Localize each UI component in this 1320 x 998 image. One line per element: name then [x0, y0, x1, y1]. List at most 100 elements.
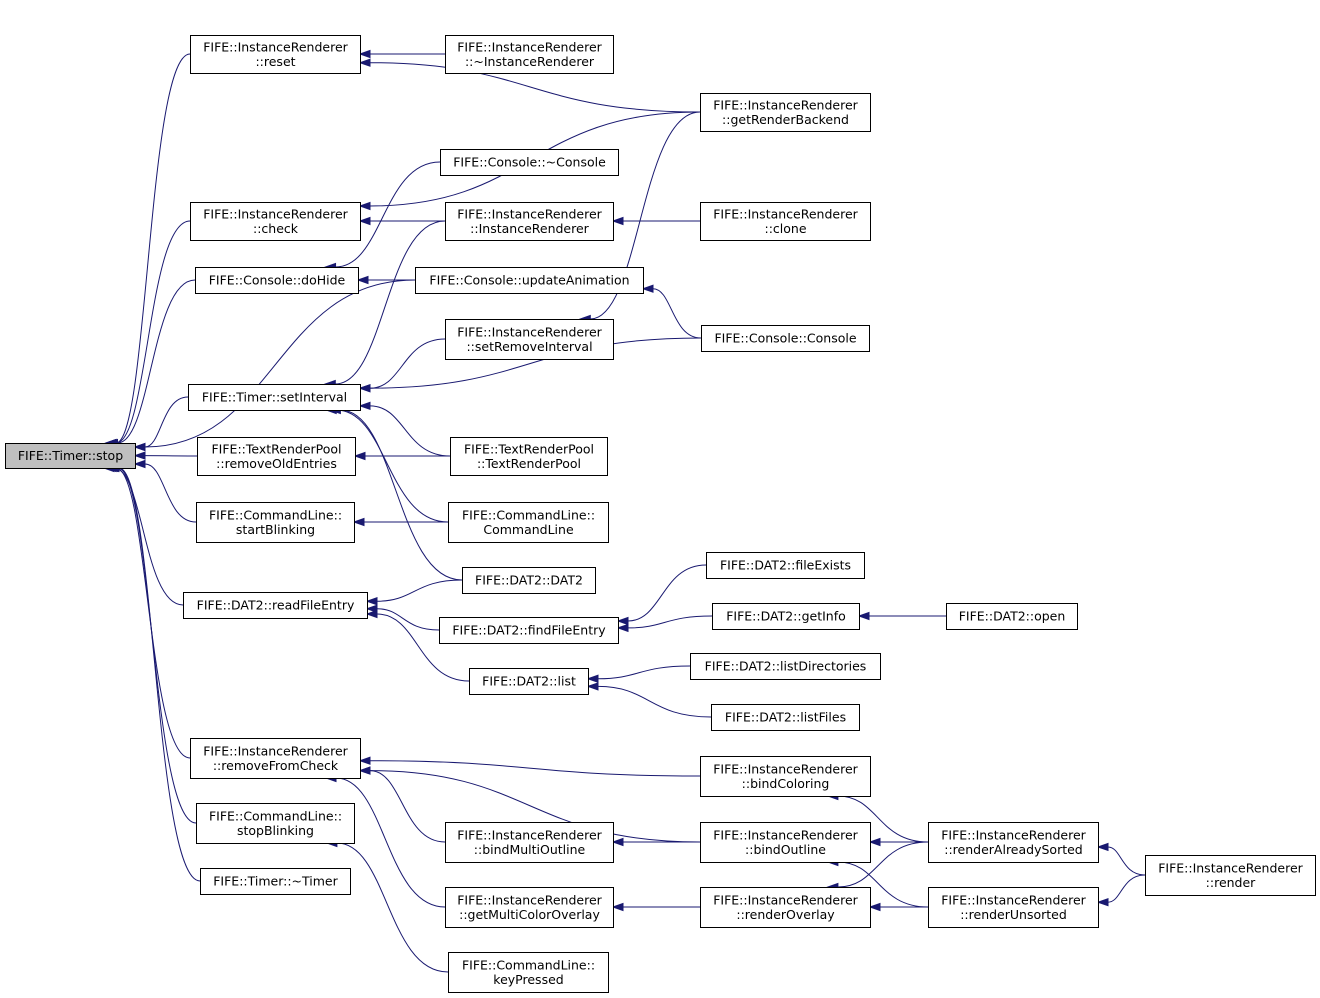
node-timer-setInt[interactable]: FIFE::Timer::setInterval	[188, 384, 361, 411]
node-dat2-listFiles[interactable]: FIFE::DAT2::listFiles	[711, 704, 860, 731]
edge-arrowhead	[641, 284, 654, 293]
node-box[interactable]	[706, 552, 865, 579]
node-box[interactable]	[928, 822, 1099, 863]
node-timer-dtor[interactable]: FIFE::Timer::~Timer	[200, 868, 351, 895]
node-box[interactable]	[200, 868, 351, 895]
edge-con-doHide-to-stop	[117, 279, 196, 444]
node-box[interactable]	[190, 202, 361, 241]
node-dat2-open[interactable]: FIFE::DAT2::open	[946, 603, 1078, 630]
edge-dat2-listFiles-to-dat2-list	[597, 685, 712, 718]
edge-arrowhead	[611, 837, 624, 847]
node-ir-reset[interactable]: FIFE::InstanceRenderer::reset	[190, 35, 361, 74]
node-trp-ctor[interactable]: FIFE::TextRenderPool::TextRenderPool	[450, 437, 608, 476]
node-box[interactable]	[415, 267, 644, 294]
node-ir-renderUnsorted[interactable]: FIFE::InstanceRenderer::renderUnsorted	[928, 887, 1099, 928]
node-ir-dtor[interactable]: FIFE::InstanceRenderer::~InstanceRendere…	[445, 35, 614, 74]
node-ir-setRI[interactable]: FIFE::InstanceRenderer::setRemoveInterva…	[445, 319, 614, 360]
node-box[interactable]	[445, 35, 614, 74]
edge-arrowhead	[133, 442, 146, 452]
node-box[interactable]	[196, 502, 355, 543]
node-box[interactable]	[195, 267, 359, 294]
node-box[interactable]	[196, 803, 355, 844]
edge-ir-render-to-ir-renderUnsorted	[1107, 874, 1146, 903]
node-box[interactable]	[445, 319, 614, 360]
edge-dat2-fileExists-to-dat2-findFE	[627, 564, 707, 622]
node-box[interactable]	[183, 592, 368, 619]
edge-arrowhead	[616, 616, 629, 626]
node-label-line: FIFE::CommandLine::	[462, 507, 595, 522]
node-box[interactable]	[448, 952, 609, 993]
node-box[interactable]	[190, 35, 361, 74]
nodes-layer: FIFE::Timer::stopFIFE::InstanceRenderer:…	[5, 35, 1316, 993]
node-cl-startBlink[interactable]: FIFE::CommandLine::startBlinking	[196, 502, 355, 543]
node-trp-remove[interactable]: FIFE::TextRenderPool::removeOldEntries	[197, 437, 356, 476]
node-ir-getMCO[interactable]: FIFE::InstanceRenderer::getMultiColorOve…	[445, 887, 614, 928]
node-box[interactable]	[1145, 855, 1316, 896]
node-con-updAnim[interactable]: FIFE::Console::updateAnimation	[415, 267, 644, 294]
node-con-doHide[interactable]: FIFE::Console::doHide	[195, 267, 359, 294]
edge-arrowhead	[1096, 842, 1109, 852]
node-label-line: FIFE::Timer::stop	[18, 448, 123, 463]
node-ir-ctor[interactable]: FIFE::InstanceRenderer::InstanceRenderer	[445, 202, 614, 241]
node-box[interactable]	[439, 617, 619, 644]
node-ir-renderAS[interactable]: FIFE::InstanceRenderer::renderAlreadySor…	[928, 822, 1099, 863]
node-box[interactable]	[700, 202, 871, 241]
node-ir-bindMO[interactable]: FIFE::InstanceRenderer::bindMultiOutline	[445, 822, 614, 863]
node-con-ctor[interactable]: FIFE::Console::Console	[701, 325, 870, 352]
node-box[interactable]	[469, 668, 589, 695]
node-box[interactable]	[928, 887, 1099, 928]
node-ir-renderOverlay[interactable]: FIFE::InstanceRenderer::renderOverlay	[700, 887, 871, 928]
node-dat2-ctor[interactable]: FIFE::DAT2::DAT2	[462, 567, 596, 594]
node-ir-bindOutline[interactable]: FIFE::InstanceRenderer::bindOutline	[700, 822, 871, 863]
edge-ir-removeFC-to-stop	[115, 467, 191, 759]
node-box[interactable]	[701, 325, 870, 352]
node-box[interactable]	[946, 603, 1078, 630]
node-cl-ctor[interactable]: FIFE::CommandLine::CommandLine	[448, 502, 609, 543]
node-box[interactable]	[700, 822, 871, 863]
node-cl-keyPressed[interactable]: FIFE::CommandLine::keyPressed	[448, 952, 609, 993]
node-box[interactable]	[448, 502, 609, 543]
node-label-line: ::reset	[255, 54, 295, 69]
edge-arrowhead	[1096, 897, 1109, 907]
node-stop[interactable]: FIFE::Timer::stop	[5, 443, 136, 469]
node-box[interactable]	[197, 437, 356, 476]
node-ir-removeFC[interactable]: FIFE::InstanceRenderer::removeFromCheck	[190, 738, 361, 779]
node-ir-bindColoring[interactable]: FIFE::InstanceRenderer::bindColoring	[700, 756, 871, 797]
node-label-line: FIFE::InstanceRenderer	[713, 761, 858, 776]
node-box[interactable]	[445, 822, 614, 863]
node-box[interactable]	[712, 603, 860, 630]
node-dat2-fileExists[interactable]: FIFE::DAT2::fileExists	[706, 552, 865, 579]
node-box[interactable]	[711, 704, 860, 731]
node-box[interactable]	[190, 738, 361, 779]
edge-arrowhead	[365, 597, 378, 606]
node-dat2-readFE[interactable]: FIFE::DAT2::readFileEntry	[183, 592, 368, 619]
node-box[interactable]	[462, 567, 596, 594]
node-label-line: ::clone	[764, 221, 806, 236]
node-box[interactable]	[700, 93, 871, 132]
node-box[interactable]	[440, 149, 619, 176]
node-ir-getRB[interactable]: FIFE::InstanceRenderer::getRenderBackend	[700, 93, 871, 132]
node-box[interactable]	[700, 756, 871, 797]
node-ir-clone[interactable]: FIFE::InstanceRenderer::clone	[700, 202, 871, 241]
node-label-line: ::renderAlreadySorted	[944, 842, 1082, 857]
node-box[interactable]	[5, 443, 136, 469]
node-box[interactable]	[450, 437, 608, 476]
node-ir-check[interactable]: FIFE::InstanceRenderer::check	[190, 202, 361, 241]
node-dat2-findFE[interactable]: FIFE::DAT2::findFileEntry	[439, 617, 619, 644]
node-box[interactable]	[700, 887, 871, 928]
node-box[interactable]	[445, 202, 614, 241]
node-dat2-list[interactable]: FIFE::DAT2::list	[469, 668, 589, 695]
edge-arrowhead	[133, 459, 146, 469]
edge-con-updAnim-to-stop	[144, 279, 416, 448]
node-cl-stopBlink[interactable]: FIFE::CommandLine::stopBlinking	[196, 803, 355, 844]
node-dat2-listDirs[interactable]: FIFE::DAT2::listDirectories	[690, 653, 881, 680]
edge-arrowhead	[352, 517, 365, 527]
node-con-dtor[interactable]: FIFE::Console::~Console	[440, 149, 619, 176]
node-box[interactable]	[690, 653, 881, 680]
node-box[interactable]	[188, 384, 361, 411]
node-label-line: FIFE::InstanceRenderer	[457, 206, 602, 221]
node-dat2-getInfo[interactable]: FIFE::DAT2::getInfo	[712, 603, 860, 630]
node-box[interactable]	[445, 887, 614, 928]
node-ir-render[interactable]: FIFE::InstanceRenderer::render	[1145, 855, 1316, 896]
